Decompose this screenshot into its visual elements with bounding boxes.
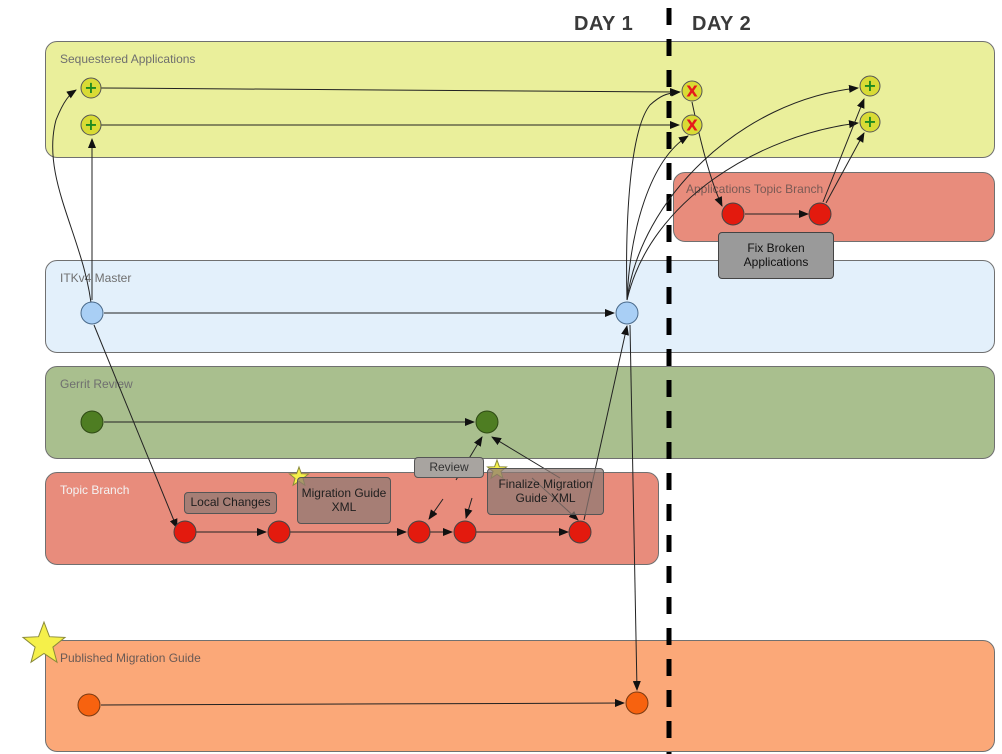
review-node [475,410,499,434]
lane-label: Published Migration Guide [60,651,201,665]
plus-glyph: + [84,115,97,134]
flow-arrow [626,84,859,301]
note-text: Finalize Migration [498,476,593,491]
commit-node [407,520,431,544]
flow-arrow [626,88,681,301]
plus-glyph: + [863,76,876,95]
note-text: XML [331,499,357,514]
review-note: Review [414,457,484,478]
lane-label: Topic Branch [60,483,130,497]
commit-node [721,202,745,226]
local-changes-note: Local Changes [184,492,277,514]
flow-arrow [428,498,444,520]
note-text: Applications [743,254,809,269]
lane-label: Applications Topic Branch [686,182,824,196]
lane-label: ITKv4 Master [60,271,132,285]
note-text: Fix Broken [747,240,805,255]
master-node [80,301,104,325]
note-text: Guide XML [515,490,576,505]
plus-glyph: + [84,78,97,97]
finalize-migration-note: Finalize Migration Guide XML [487,468,604,515]
fix-broken-applications-note: Fix Broken Applications [718,232,834,279]
flow-arrow [626,120,859,301]
plus-node: + [859,75,881,97]
published-node [625,691,649,715]
flow-arrow [93,324,178,529]
lane-itkv4-master: ITKv4 Master [45,260,995,353]
plus-glyph: + [863,112,876,131]
flow-arrow [464,497,473,519]
review-node [80,410,104,434]
master-node [615,301,639,325]
lane-published-migration-guide: Published Migration Guide [45,640,995,752]
migration-guide-note: Migration Guide XML [297,477,391,524]
lane-gerrit-review: Gerrit Review [45,366,995,459]
commit-node [453,520,477,544]
flow-arrow [100,87,680,96]
cross-glyph: X [686,117,698,135]
flow-arrow [822,98,865,203]
plus-node: + [80,114,102,136]
note-text: Local Changes [190,495,271,510]
plus-node: + [80,77,102,99]
note-text: Review [429,459,469,474]
day-1-label: DAY 1 [574,13,634,35]
lane-label: Gerrit Review [60,377,133,391]
flow-arrow [100,699,625,708]
lane-label: Sequestered Applications [60,52,196,66]
flow-arrow [629,324,641,691]
cross-glyph: X [686,83,698,101]
flow-arrow [691,101,723,207]
cross-node: X [681,80,703,102]
commit-node [173,520,197,544]
star-icon [21,620,67,664]
note-text: Migration Guide [301,485,387,500]
plus-node: + [859,111,881,133]
flow-arrow [825,132,865,204]
commit-node [808,202,832,226]
published-node [77,693,101,717]
day-2-label: DAY 2 [692,13,752,35]
flow-arrow [52,89,93,313]
commit-node [267,520,291,544]
flow-arrow [626,135,689,301]
cross-node: X [681,114,703,136]
lane-sequestered-applications: Sequestered Applications [45,41,995,158]
commit-node [568,520,592,544]
